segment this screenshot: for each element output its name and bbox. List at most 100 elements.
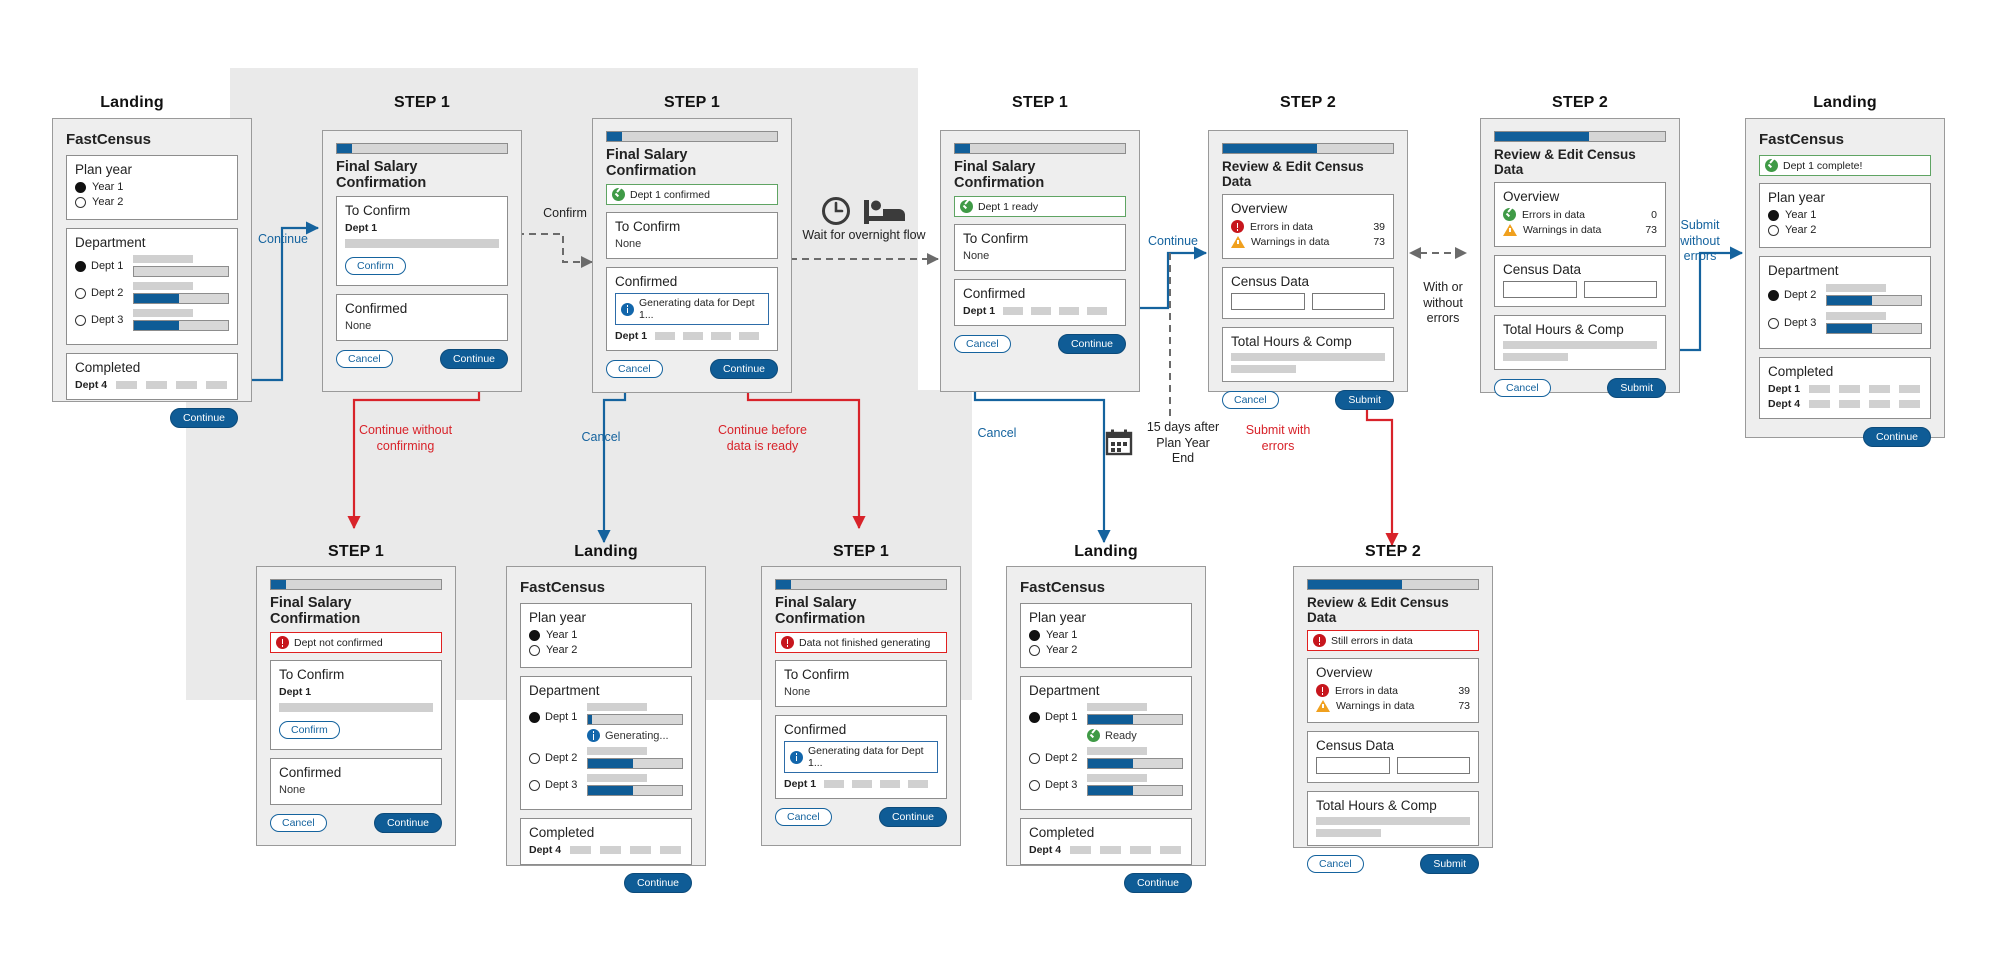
department-panel: Department Dept 2 Dept 3 <box>1759 256 1931 349</box>
skeleton-cell <box>600 846 622 854</box>
continue-button[interactable]: Continue <box>878 807 947 827</box>
screen-step1-not-generated[interactable]: Final Salary Confirmation Data not finis… <box>761 566 961 846</box>
census-input-right[interactable] <box>1583 281 1657 298</box>
radio-year-2[interactable]: Year 2 <box>1029 644 1183 656</box>
dept-row[interactable]: Dept 2 <box>1029 747 1183 769</box>
dept-row[interactable]: Dept 3 <box>75 309 229 331</box>
plan-year-header: Plan year <box>1768 190 1826 205</box>
confirmed-panel: Confirmed Generating data for Dept 1... … <box>775 715 947 799</box>
status-banner-complete: Dept 1 complete! <box>1759 155 1931 176</box>
continue-button[interactable]: Continue <box>1123 873 1192 893</box>
continue-button[interactable]: Continue <box>1862 427 1931 447</box>
overview-panel: Overview Errors in data 39 Warnings in d… <box>1222 194 1394 259</box>
continue-button[interactable]: Continue <box>623 873 692 893</box>
radio-label: Year 1 <box>1785 209 1817 221</box>
radio-icon <box>1768 209 1779 221</box>
skeleton-bar <box>1087 747 1147 755</box>
confirmed-row: Dept 1 <box>615 330 769 342</box>
screen-landing-generating[interactable]: FastCensus Plan year Year 1 Year 2 Depar… <box>506 566 706 893</box>
cancel-button[interactable]: Cancel <box>954 335 1011 353</box>
dept-row[interactable]: Dept 1 <box>75 255 229 277</box>
dept-label: Dept 2 <box>1045 752 1078 764</box>
radio-icon <box>75 260 86 272</box>
skeleton-cell <box>683 332 704 340</box>
census-input-left[interactable] <box>1316 757 1390 774</box>
cancel-button[interactable]: Cancel <box>270 814 327 832</box>
flow-label-continue-2: Continue <box>1147 234 1199 248</box>
census-input-left[interactable] <box>1231 293 1305 310</box>
error-circle-icon <box>1316 684 1329 697</box>
continue-button[interactable]: Continue <box>169 408 238 428</box>
error-circle-icon <box>781 636 794 649</box>
confirmed-value: None <box>345 320 372 332</box>
skeleton-cell <box>1160 846 1182 854</box>
continue-button[interactable]: Continue <box>373 813 442 833</box>
generating-banner: Generating data for Dept 1... <box>784 741 938 773</box>
screen-step1-not-confirmed[interactable]: Final Salary Confirmation Dept not confi… <box>256 566 456 846</box>
to-confirm-header: To Confirm <box>963 231 1029 246</box>
census-input-right[interactable] <box>1311 293 1385 310</box>
to-confirm-value: None <box>784 686 811 698</box>
continue-button[interactable]: Continue <box>1057 334 1126 354</box>
cancel-button[interactable]: Cancel <box>1307 855 1364 873</box>
confirmed-row: Dept 1 <box>784 778 938 790</box>
radio-year-2[interactable]: Year 2 <box>529 644 683 656</box>
cancel-button[interactable]: Cancel <box>775 808 832 826</box>
screen-landing-ready[interactable]: FastCensus Plan year Year 1 Year 2 Depar… <box>1006 566 1206 893</box>
banner-text: Dept 1 confirmed <box>630 188 710 201</box>
radio-year-2[interactable]: Year 2 <box>1768 224 1922 236</box>
status-text: Generating... <box>605 729 669 742</box>
cancel-button[interactable]: Cancel <box>336 350 393 368</box>
confirmed-panel: Confirmed Generating data for Dept 1... … <box>606 267 778 351</box>
dept-row[interactable]: Dept 2 <box>1768 284 1922 306</box>
submit-button[interactable]: Submit <box>1607 378 1666 398</box>
skeleton-cell <box>1087 307 1108 315</box>
screen-title: Final Salary Confirmation <box>270 595 361 627</box>
screen-landing-start[interactable]: FastCensus Plan year Year 1 Year 2 Depar… <box>52 118 252 428</box>
radio-year-1[interactable]: Year 1 <box>529 629 683 641</box>
radio-icon <box>75 196 86 208</box>
confirm-button[interactable]: Confirm <box>279 721 340 739</box>
radio-year-2[interactable]: Year 2 <box>75 196 229 208</box>
skeleton-cell <box>116 381 138 389</box>
radio-year-1[interactable]: Year 1 <box>75 181 229 193</box>
dept-label: Dept 3 <box>545 779 578 791</box>
confirm-button[interactable]: Confirm <box>345 257 406 275</box>
screen-step2-clean[interactable]: Review & Edit Census Data Overview Error… <box>1480 118 1680 398</box>
screen-step2-still-errors[interactable]: Review & Edit Census Data Still errors i… <box>1293 566 1493 874</box>
confirmed-header: Confirmed <box>279 765 342 780</box>
dept-row[interactable]: Dept 1 Ready <box>1029 703 1183 742</box>
dept-row[interactable]: Dept 3 <box>1768 312 1922 334</box>
submit-button[interactable]: Submit <box>1420 854 1479 874</box>
census-input-right[interactable] <box>1396 757 1470 774</box>
dept-row[interactable]: Dept 2 <box>75 282 229 304</box>
radio-icon <box>1768 317 1779 329</box>
dept-row[interactable]: Dept 3 <box>529 774 683 796</box>
screen-step2-errors[interactable]: Review & Edit Census Data Overview Error… <box>1208 130 1408 410</box>
cancel-button[interactable]: Cancel <box>1222 391 1279 409</box>
cancel-button[interactable]: Cancel <box>606 360 663 378</box>
to-confirm-header: To Confirm <box>615 219 681 234</box>
radio-year-1[interactable]: Year 1 <box>1029 629 1183 641</box>
dept-row[interactable]: Dept 1 Generating... <box>529 703 683 742</box>
screen-title: Final Salary Confirmation <box>775 595 866 627</box>
skeleton-cell <box>1809 385 1831 393</box>
department-panel: Department Dept 1 Generating... <box>520 676 692 810</box>
cancel-button[interactable]: Cancel <box>1494 379 1551 397</box>
screen-landing-end[interactable]: FastCensus Dept 1 complete! Plan year Ye… <box>1745 118 1945 447</box>
dept-row[interactable]: Dept 3 <box>1029 774 1183 796</box>
screen-step1-initial[interactable]: Final Salary Confirmation To Confirm Dep… <box>322 130 522 392</box>
census-input-left[interactable] <box>1503 281 1577 298</box>
completed-label: Dept 4 <box>1768 398 1801 410</box>
screen-step1-confirmed[interactable]: Final Salary Confirmation Dept 1 confirm… <box>592 118 792 393</box>
continue-button[interactable]: Continue <box>439 349 508 369</box>
phase-title-step2-clean: STEP 2 <box>1551 94 1609 111</box>
submit-button[interactable]: Submit <box>1335 390 1394 410</box>
screen-step1-ready[interactable]: Final Salary Confirmation Dept 1 ready T… <box>940 130 1140 392</box>
radio-icon <box>529 752 540 764</box>
dept-row[interactable]: Dept 2 <box>529 747 683 769</box>
radio-year-1[interactable]: Year 1 <box>1768 209 1922 221</box>
continue-button[interactable]: Continue <box>709 359 778 379</box>
to-confirm-panel: To Confirm None <box>775 660 947 707</box>
